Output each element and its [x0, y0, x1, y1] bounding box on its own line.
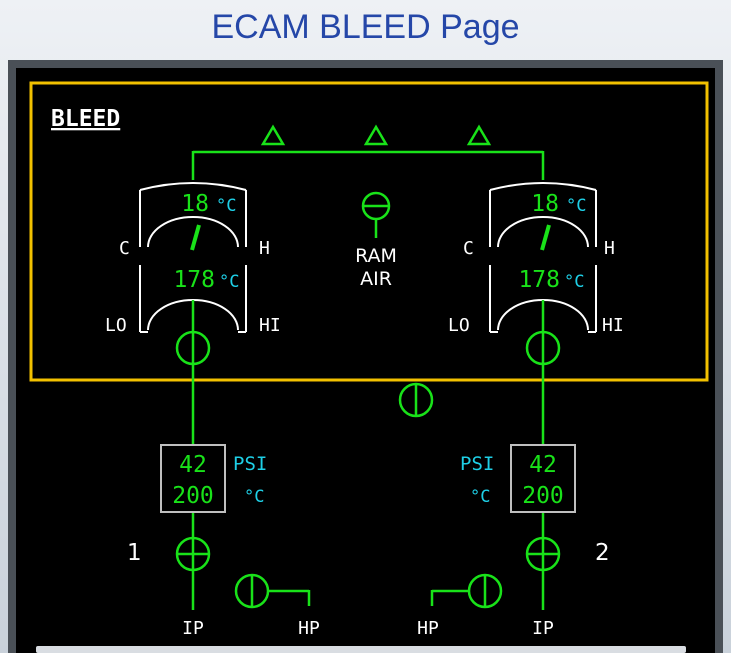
- engine-1-ip-label: IP: [182, 618, 204, 639]
- engine-1-temp-unit: °C: [244, 487, 264, 507]
- ram-air-label: RAM: [355, 245, 397, 267]
- left-pack-inlet-temp: 178: [173, 267, 215, 293]
- pack-outline: [139, 265, 247, 332]
- engine-2-temp-unit: °C: [470, 487, 490, 507]
- engine-2-ip-label: IP: [532, 618, 554, 639]
- engine-1-pressure: 42: [179, 452, 207, 478]
- left-ip-valve: [175, 536, 211, 572]
- left-pack-hi-label: HI: [259, 315, 281, 336]
- slide-title: ECAM BLEED Page: [211, 8, 520, 46]
- engine-1-number: 1: [127, 540, 142, 566]
- left-pack-hot-label: H: [259, 238, 270, 259]
- engine-2-pressure: 42: [529, 452, 557, 478]
- bottom-strip: [36, 646, 686, 653]
- triangle-up-icon: [260, 124, 286, 146]
- engine-2-readout-box: [510, 444, 576, 513]
- outlet-gauge-needle: [540, 224, 551, 251]
- left-pack-inlet-unit: °C: [219, 272, 239, 292]
- left-hp-valve: [234, 573, 311, 609]
- outlet-gauge-arc: [497, 216, 589, 248]
- pack-outline: [139, 182, 247, 247]
- engine-2-hp-label: HP: [417, 618, 439, 639]
- left-pack-valve: [175, 330, 211, 366]
- amber-highlight-box: [29, 81, 709, 382]
- left-pack-cold-label: C: [119, 238, 130, 259]
- crossbleed-valve: [398, 382, 434, 418]
- outlet-gauge-needle: [190, 224, 201, 251]
- left-pack-lo-label: LO: [105, 315, 127, 336]
- triangle-up-icon: [466, 124, 492, 146]
- engine-1-readout-box: [160, 444, 226, 513]
- right-pack-hot-label: H: [604, 238, 615, 259]
- right-pack-hi-label: HI: [602, 315, 624, 336]
- page-title: BLEED: [51, 106, 120, 132]
- top-manifold: [191, 150, 545, 180]
- outlet-gauge-arc: [147, 216, 239, 248]
- engine-1-pressure-unit: PSI: [233, 453, 267, 475]
- engine-2-pressure-unit: PSI: [460, 453, 494, 475]
- engine-2-temp: 200: [522, 483, 564, 509]
- ram-air-label: AIR: [360, 268, 392, 290]
- pack-outline: [489, 182, 597, 247]
- ram-air-valve: [361, 191, 391, 238]
- right-pack-inlet-temp: 178: [518, 267, 560, 293]
- right-pack: [489, 182, 597, 333]
- right-pack-lo-label: LO: [448, 315, 470, 336]
- pack-outline: [489, 265, 597, 332]
- left-pack-outlet-temp: 18: [181, 191, 209, 217]
- right-pack-outlet-temp: 18: [531, 191, 559, 217]
- engine-1-temp: 200: [172, 483, 214, 509]
- right-pack-inlet-unit: °C: [564, 272, 584, 292]
- left-pack: [139, 182, 247, 333]
- engine-2-number: 2: [595, 540, 610, 566]
- right-pack-cold-label: C: [463, 238, 474, 259]
- right-hp-valve: [430, 573, 503, 609]
- right-pack-valve: [525, 330, 561, 366]
- ecam-screen: [16, 68, 715, 653]
- right-ip-valve: [525, 536, 561, 572]
- triangle-up-icon: [363, 124, 389, 146]
- left-pack-outlet-unit: °C: [216, 196, 236, 216]
- engine-1-hp-label: HP: [298, 618, 320, 639]
- right-pack-outlet-unit: °C: [566, 196, 586, 216]
